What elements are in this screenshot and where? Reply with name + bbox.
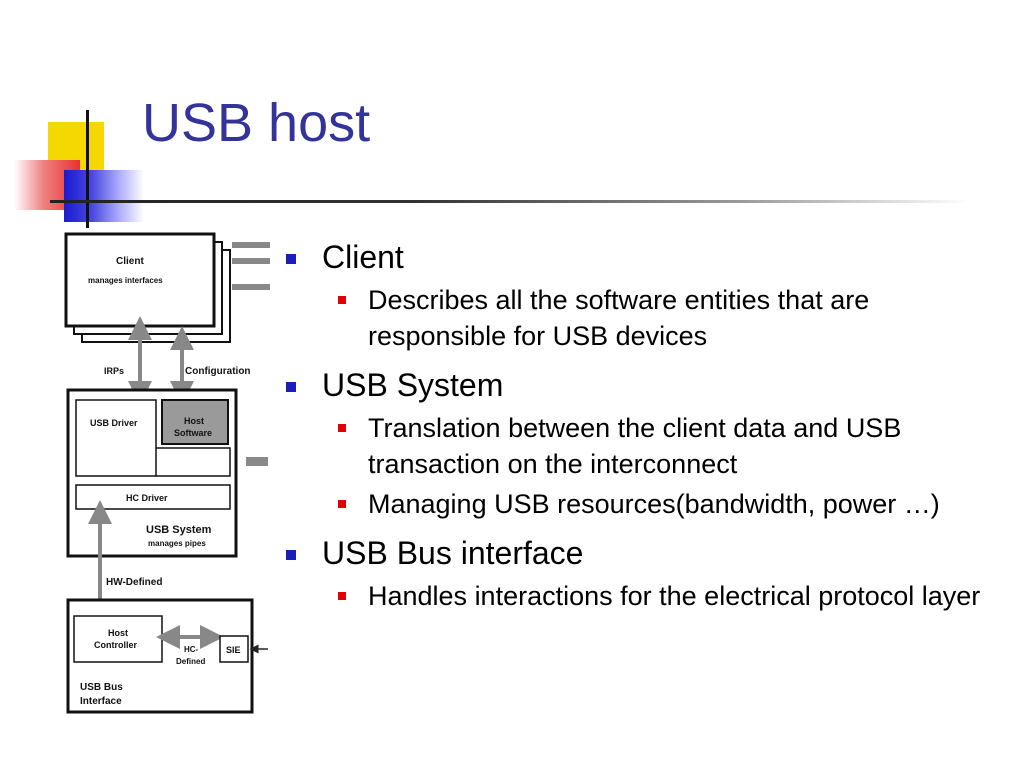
sub-bullet-text: Translation between the client data and … [368,413,902,479]
bullet-usb-bus-interface: USB Bus interface [286,534,1006,572]
bullet-marker [286,254,296,264]
host-software-label-1: Host [184,416,204,426]
client-stack [64,232,231,343]
bullet-usb-system: USB System [286,366,1006,404]
usb-system-sub-label: manages pipes [148,539,206,548]
bullet-text: USB System [322,367,504,403]
slide-title: USB host [142,93,371,153]
client-stub-lines [232,242,270,290]
bullet-text: Client [322,239,404,275]
usb-system-stub [246,457,268,466]
slide-logo-decoration [0,0,144,240]
bullet-marker [286,382,296,392]
bullet-list: Client Describes all the software entiti… [286,236,1006,614]
bullet-text: USB Bus interface [322,535,584,571]
sub-bullet-marker [338,296,346,304]
sub-bullet-marker [338,424,346,432]
usb-system-label: USB System [146,524,212,536]
sub-bullet-text: Managing USB resources(bandwidth, power … [368,489,940,519]
sie-label: SIE [226,645,241,655]
host-software-label-2: Software [174,428,212,438]
usb-host-diagram: Client manages interfaces IRPs Configura… [60,228,270,720]
sub-bullet-text: Handles interactions for the electrical … [368,581,981,611]
sub-bullet: Handles interactions for the electrical … [286,578,1006,614]
hc-driver-label: HC Driver [126,493,168,503]
hw-defined-label: HW-Defined [106,577,162,588]
sub-bullet-text: Describes all the software entities that… [368,285,870,351]
usb-bus-label-2: Interface [80,696,122,707]
sub-bullet-marker [338,592,346,600]
sub-bullet-marker [338,500,346,508]
sub-bullet: Translation between the client data and … [286,410,1006,482]
hc-defined-label-1: HC- [184,645,199,654]
bullet-client: Client [286,238,1006,276]
sub-bullet: Managing USB resources(bandwidth, power … [286,486,1006,522]
client-sub-label: manages interfaces [88,276,163,285]
irps-label: IRPs [104,366,124,376]
usb-driver-box [75,399,157,477]
usb-driver-label: USB Driver [90,418,138,428]
host-software-box [161,399,229,445]
host-controller-box [73,615,163,663]
sub-bullet: Describes all the software entities that… [286,282,1006,354]
logo-blue-gradient [64,170,144,222]
bullet-marker [286,550,296,560]
usb-bus-label-1: USB Bus [80,682,123,693]
sie-box [219,635,249,663]
logo-vertical-line [86,110,89,228]
host-controller-label-2: Controller [94,640,137,650]
title-rule [50,200,970,203]
client-label: Client [116,256,144,267]
hc-defined-label-2: Defined [176,657,205,666]
configuration-label: Configuration [185,366,251,377]
host-controller-label-1: Host [108,628,128,638]
